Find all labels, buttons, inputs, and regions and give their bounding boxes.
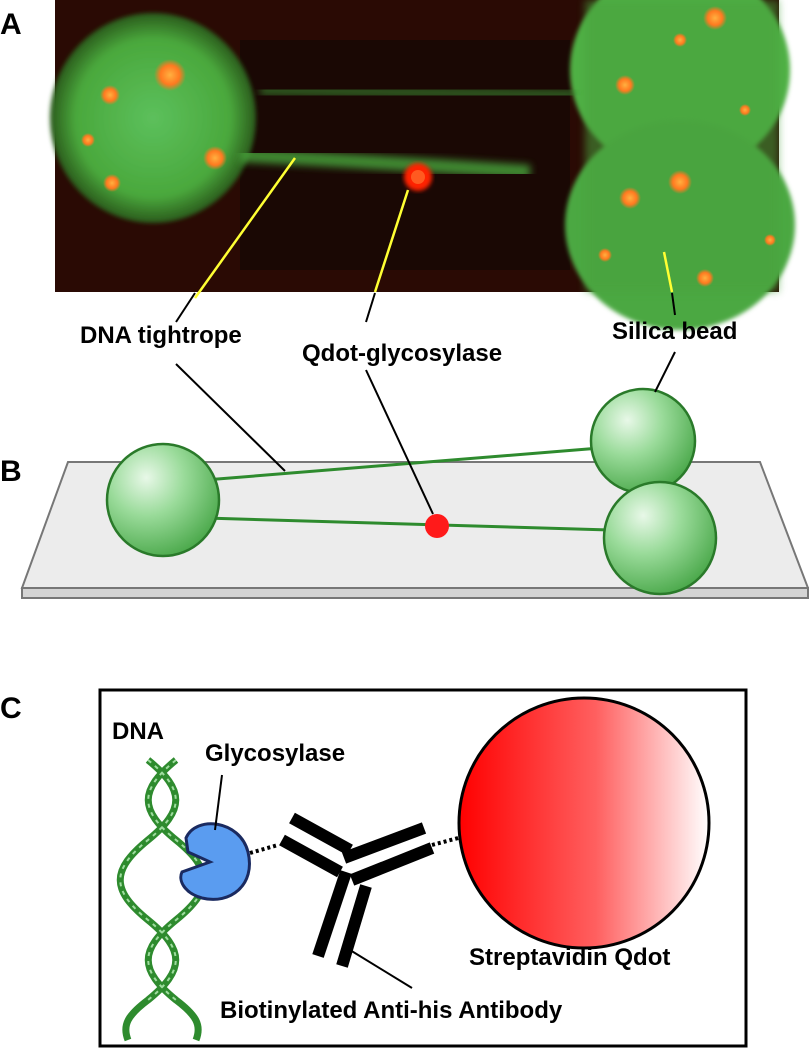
molecular-panel-c: [98, 688, 748, 1048]
qdot-glycosylase-dot: [425, 514, 449, 538]
label-glycosylase: Glycosylase: [205, 740, 346, 767]
label-dna: DNA: [112, 718, 164, 745]
label-antibody: Biotinylated Anti-his Antibody: [220, 997, 563, 1024]
panel-label-a: A: [0, 8, 22, 41]
schematic-panel-b: [20, 351, 809, 599]
annotation-line-antibody: [349, 949, 413, 989]
label-streptavidin-qdot: Streptavidin Qdot: [469, 944, 671, 971]
dna-tightrope-upper: [204, 446, 601, 482]
dna-helix-icon: [116, 757, 208, 1042]
annotation-line-glycosylase: [214, 774, 223, 831]
panel-label-c: C: [0, 692, 22, 725]
streptavidin-qdot-icon: [457, 696, 711, 950]
annotation-line-bead-yellow: [662, 251, 674, 293]
silica-bead-right-bottom: [602, 480, 718, 596]
dna-tightrope-lower: [204, 516, 611, 532]
annotation-line-qdot-yellow: [373, 189, 410, 293]
annotation-line-tightrope: [175, 363, 286, 472]
annotation-line-tightrope-yellow: [193, 157, 297, 299]
silica-bead-left: [105, 442, 221, 558]
micrograph-panel-a: [50, 0, 795, 330]
panel-label-b: B: [0, 455, 22, 488]
label-silica-bead: Silica bead: [612, 318, 738, 345]
silica-bead-right-top: [589, 387, 697, 495]
label-qdot-glycosylase: Qdot-glycosylase: [302, 340, 503, 367]
label-dna-tightrope: DNA tightrope: [80, 322, 242, 349]
antibody-icon: [279, 812, 435, 968]
annotation-line-bead: [654, 351, 676, 393]
annotation-line-qdot: [365, 369, 434, 515]
